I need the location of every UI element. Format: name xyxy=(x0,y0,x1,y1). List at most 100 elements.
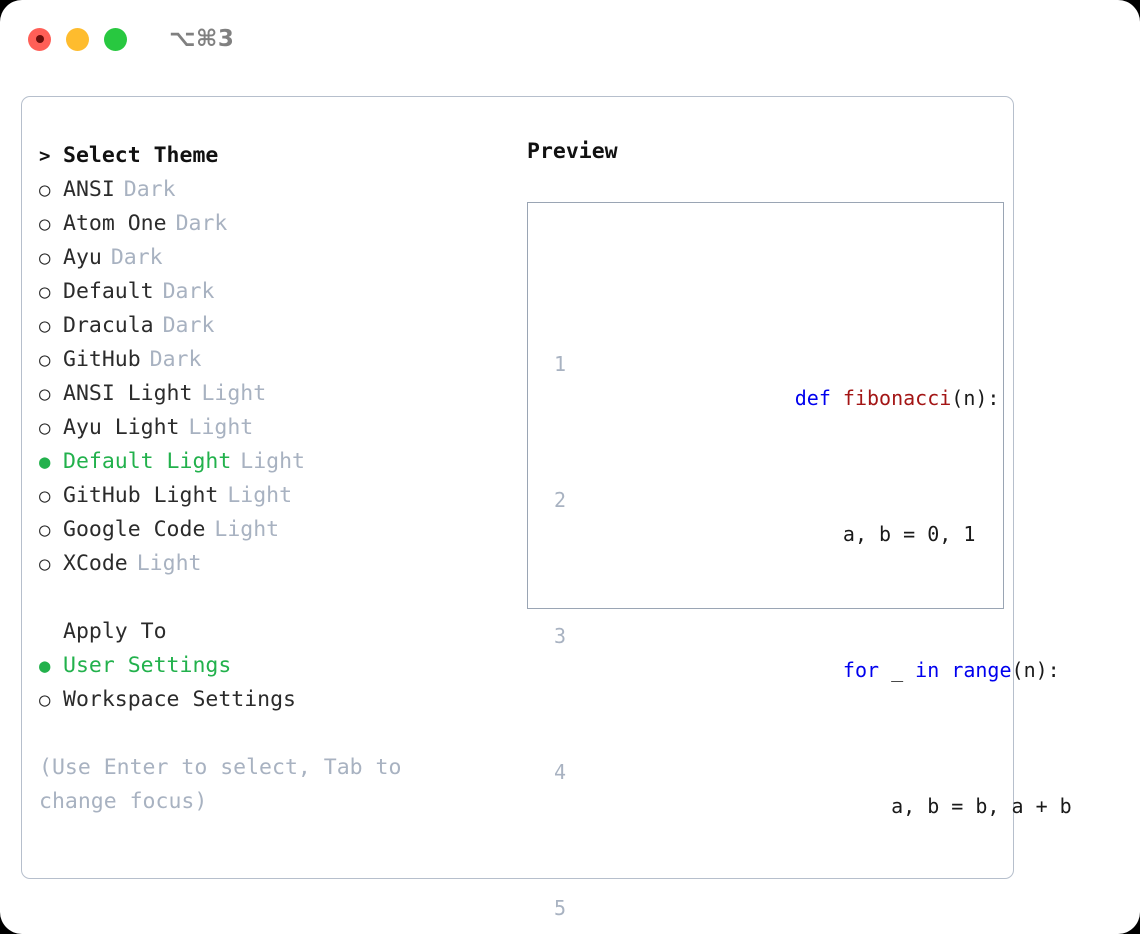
preview-column: Preview 1 def fibonacci(n): 2 xyxy=(501,139,1072,934)
theme-item-ansi-dark[interactable]: ○ ANSI Dark xyxy=(39,173,501,207)
code-token: range xyxy=(951,658,1012,682)
code-line: 3 for _ in range(n): xyxy=(540,619,1060,682)
theme-item-label: GitHub Light xyxy=(63,483,219,508)
code-preview: 1 def fibonacci(n): 2 a, b = 0, 1 xyxy=(540,245,1072,934)
caret-icon: > xyxy=(39,145,51,167)
apply-to-title: Apply To xyxy=(63,619,167,644)
preview-box: 1 def fibonacci(n): 2 a, b = 0, 1 xyxy=(527,202,1072,934)
list-gap xyxy=(39,581,501,615)
radio-unselected-icon: ○ xyxy=(39,281,51,303)
code-text: def fibonacci(n): xyxy=(578,347,1000,449)
theme-item-google-code-light[interactable]: ○ Google Code Light xyxy=(39,513,501,547)
code-token: a xyxy=(915,930,939,934)
code-token xyxy=(795,658,843,682)
radio-unselected-icon: ○ xyxy=(39,553,51,575)
theme-item-category: Light xyxy=(136,551,202,576)
code-text: a, b = 0, 1 xyxy=(578,483,975,585)
code-token: (n): xyxy=(951,386,1000,410)
theme-item-category: Dark xyxy=(162,313,215,338)
code-line: 2 a, b = 0, 1 xyxy=(540,483,1003,546)
code-line: 4 a, b = b, a + b xyxy=(540,755,1072,818)
apply-to-option-label: Workspace Settings xyxy=(63,687,296,712)
theme-item-label: Ayu xyxy=(63,245,102,270)
theme-item-label: GitHub xyxy=(63,347,141,372)
radio-unselected-icon: ○ xyxy=(39,689,51,711)
maximize-window-button[interactable] xyxy=(104,27,127,51)
code-text: for _ in range(n): xyxy=(578,619,1060,721)
code-text: a, b = b, a + b xyxy=(578,755,1072,857)
theme-item-category: Dark xyxy=(162,279,215,304)
code-token: def xyxy=(794,386,843,410)
theme-picker-column: > Select Theme ○ ANSI Dark ○ Atom One Da… xyxy=(39,139,501,819)
code-token: fibonacci xyxy=(842,386,952,410)
theme-item-github-light[interactable]: ○ GitHub Light Light xyxy=(39,479,501,513)
theme-item-label: XCode xyxy=(63,551,128,576)
radio-unselected-icon: ○ xyxy=(39,519,51,541)
theme-item-category: Light xyxy=(201,381,267,406)
line-number: 2 xyxy=(553,488,566,512)
theme-item-category: Light xyxy=(214,517,280,542)
theme-item-ayu-light[interactable]: ○ Ayu Light Light xyxy=(39,411,501,445)
close-window-button[interactable] xyxy=(28,27,51,51)
theme-item-category: Dark xyxy=(175,211,228,236)
line-number: 3 xyxy=(553,624,566,648)
radio-unselected-icon: ○ xyxy=(39,213,51,235)
theme-list-title: Select Theme xyxy=(63,143,219,168)
title-bar: ⌥⌘3 xyxy=(0,0,1140,78)
code-token xyxy=(939,658,951,682)
line-number: 5 xyxy=(553,896,566,920)
theme-item-github-dark[interactable]: ○ GitHub Dark xyxy=(39,343,501,377)
theme-item-category: Light xyxy=(227,483,293,508)
line-number: 1 xyxy=(553,352,566,376)
theme-item-ayu-dark[interactable]: ○ Ayu Dark xyxy=(39,241,501,275)
main-panel: > Select Theme ○ ANSI Dark ○ Atom One Da… xyxy=(21,96,1072,934)
keyboard-hint-text: (Use Enter to select, Tab to change focu… xyxy=(39,755,402,814)
theme-item-label: Default xyxy=(63,279,154,304)
theme-item-category: Dark xyxy=(149,347,202,372)
code-token: _ xyxy=(879,658,916,682)
theme-item-ansi-light[interactable]: ○ ANSI Light Light xyxy=(39,377,501,411)
code-token: return xyxy=(843,930,915,934)
theme-item-label: Google Code xyxy=(63,517,206,542)
theme-item-category: Light xyxy=(240,449,306,474)
theme-item-category: Light xyxy=(188,415,254,440)
theme-item-xcode-light[interactable]: ○ XCode Light xyxy=(39,547,501,581)
theme-item-category: Dark xyxy=(123,177,176,202)
apply-to-option-user-settings[interactable]: ● User Settings xyxy=(39,649,501,683)
line-number: 4 xyxy=(553,760,566,784)
window-controls xyxy=(28,27,127,51)
theme-item-dracula-dark[interactable]: ○ Dracula Dark xyxy=(39,309,501,343)
radio-unselected-icon: ○ xyxy=(39,417,51,439)
radio-unselected-icon: ○ xyxy=(39,247,51,269)
theme-item-atom-one-dark[interactable]: ○ Atom One Dark xyxy=(39,207,501,241)
theme-item-label: Dracula xyxy=(63,313,154,338)
close-icon xyxy=(35,35,44,43)
radio-unselected-icon: ○ xyxy=(39,485,51,507)
apply-to-section-header: Apply To xyxy=(39,615,501,649)
theme-item-label: Ayu Light xyxy=(63,415,180,440)
minimize-window-button[interactable] xyxy=(66,27,89,51)
theme-item-label: ANSI Light xyxy=(63,381,193,406)
radio-selected-icon: ● xyxy=(39,451,51,473)
code-token: (n): xyxy=(1011,658,1060,682)
apply-to-option-label: User Settings xyxy=(63,653,232,678)
radio-unselected-icon: ○ xyxy=(39,179,51,201)
apply-to-option-workspace-settings[interactable]: ○ Workspace Settings xyxy=(39,683,501,717)
code-token: for xyxy=(842,658,880,682)
code-line: 1 def fibonacci(n): xyxy=(540,347,1003,410)
theme-item-default-light[interactable]: ● Default Light Light xyxy=(39,445,501,479)
theme-list[interactable]: > Select Theme ○ ANSI Dark ○ Atom One Da… xyxy=(39,139,501,717)
code-line: 5 return a xyxy=(540,891,1003,934)
keyboard-shortcut-label: ⌥⌘3 xyxy=(169,26,235,52)
radio-selected-icon: ● xyxy=(39,655,51,677)
theme-item-category: Dark xyxy=(110,245,163,270)
theme-item-label: Default Light xyxy=(63,449,232,474)
radio-unselected-icon: ○ xyxy=(39,315,51,337)
code-text: return a xyxy=(578,891,939,934)
radio-unselected-icon: ○ xyxy=(39,383,51,405)
code-token: in xyxy=(915,658,940,682)
code-token: a, b = 0, 1 xyxy=(794,522,976,546)
theme-item-default-dark[interactable]: ○ Default Dark xyxy=(39,275,501,309)
theme-item-label: ANSI xyxy=(63,177,115,202)
